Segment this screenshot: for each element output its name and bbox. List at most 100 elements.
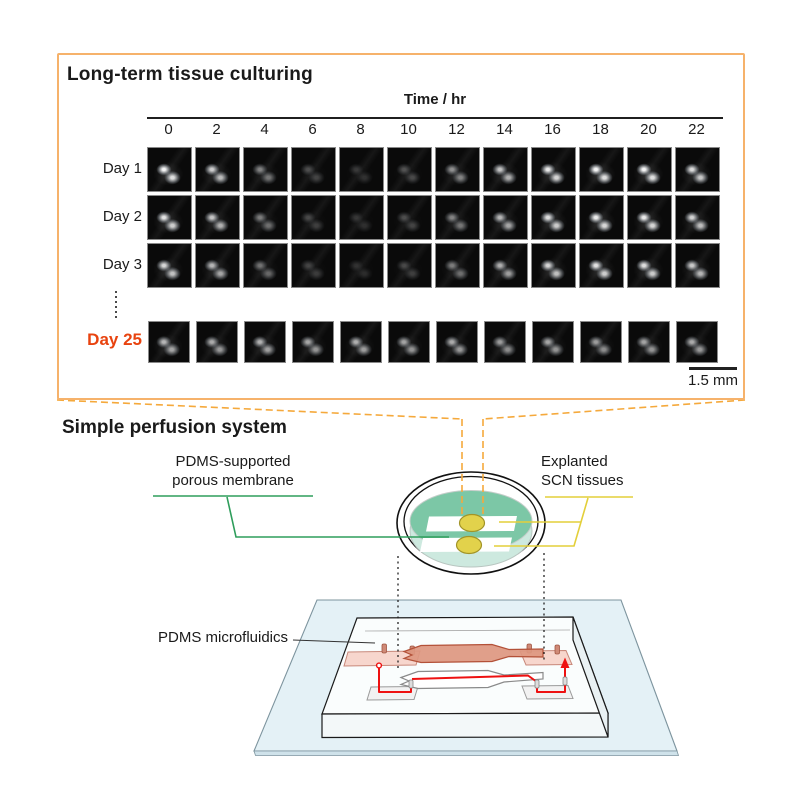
tissue-image [387, 147, 432, 192]
perfusion-channel-top [343, 643, 573, 667]
day-row-label: Day 3 [102, 255, 142, 273]
perfusion-tubing [375, 657, 570, 693]
tissue-image [484, 321, 526, 363]
pink-port [554, 644, 560, 655]
scn-tissue [455, 535, 483, 555]
tissue-image [531, 195, 576, 240]
culturing-panel: Long-term tissue culturing Time / hr 0 2 4… [57, 53, 745, 400]
tissue-image [483, 147, 528, 192]
tissue-image [243, 147, 288, 192]
gray-port [562, 676, 568, 686]
tissue-image [292, 321, 334, 363]
scn-tissues [455, 513, 486, 555]
tissue-image [627, 147, 672, 192]
tissue-image [195, 147, 240, 192]
tissue-image [675, 147, 720, 192]
hour-label: 16 [544, 121, 561, 138]
pink-pad-left [343, 650, 421, 667]
tissue-image [340, 321, 382, 363]
scale-bar-label: 1.5 mm [687, 372, 738, 389]
hour-label: 2 [212, 121, 221, 138]
scale-bar [689, 367, 737, 370]
tissue-image [387, 243, 432, 288]
hour-label: 14 [496, 121, 513, 138]
tissue-image [291, 147, 336, 192]
day-row-label: Day 1 [102, 159, 142, 177]
tissue-image [579, 195, 624, 240]
tissue-image [291, 243, 336, 288]
tissue-image [436, 321, 478, 363]
tissue-image [435, 147, 480, 192]
tissue-image [580, 321, 622, 363]
tissue-image [339, 243, 384, 288]
tissue-image [388, 321, 430, 363]
hour-label: 18 [592, 121, 609, 138]
scn-tissue [458, 513, 486, 533]
tissue-image [579, 243, 624, 288]
tissue-image [147, 195, 192, 240]
tissue-image [483, 243, 528, 288]
tissue-image [147, 147, 192, 192]
pink-channel [402, 643, 544, 664]
pink-port [381, 643, 387, 654]
hour-label: 20 [640, 121, 657, 138]
tissue-image [195, 195, 240, 240]
tissue-image [531, 243, 576, 288]
membrane-label-line2: porous membrane [172, 472, 294, 489]
zoom-callout-dashes [56, 399, 746, 515]
tissue-image [147, 243, 192, 288]
hour-label: 6 [308, 121, 317, 138]
tissue-image [339, 195, 384, 240]
gray-port [534, 679, 540, 689]
day-row-label: Day 25 [87, 330, 142, 349]
hour-label: 22 [688, 121, 705, 138]
tube-port [375, 662, 383, 669]
white-channel [399, 669, 544, 690]
time-axis-line [147, 117, 723, 119]
day-row-label: Day 2 [102, 207, 142, 225]
tissue-image [196, 321, 238, 363]
microfluidics-pointer-line [292, 639, 376, 644]
hour-label: 0 [164, 121, 173, 138]
hour-label: 10 [400, 121, 417, 138]
tissues-callout-line [494, 496, 633, 547]
tissue-image [675, 243, 720, 288]
tissue-image [291, 195, 336, 240]
hour-label: 8 [356, 121, 365, 138]
tissue-image [195, 243, 240, 288]
tissue-image [579, 147, 624, 192]
tissue-image [243, 243, 288, 288]
tissue-image [435, 195, 480, 240]
tissue-image [148, 321, 190, 363]
membrane-callout-line [153, 495, 449, 538]
perfusion-title: Simple perfusion system [62, 417, 287, 438]
tissue-image [627, 243, 672, 288]
flow-arrow [560, 657, 570, 668]
tissues-label-line1: Explanted [541, 453, 608, 470]
tissue-image [244, 321, 286, 363]
tissue-image [676, 321, 718, 363]
row-gap-ellipsis [115, 291, 117, 318]
time-axis-label: Time / hr [403, 91, 467, 108]
membrane-label: PDMS-supported porous membrane [150, 452, 316, 490]
projection-dotted-lines [397, 553, 545, 668]
microfluidics-label: PDMS microfluidics [158, 629, 289, 646]
hour-label: 12 [448, 121, 465, 138]
tissue-image [243, 195, 288, 240]
culturing-title: Long-term tissue culturing [67, 64, 313, 85]
tissue-image [483, 195, 528, 240]
tissue-image [387, 195, 432, 240]
tissues-label-line2: SCN tissues [541, 472, 624, 489]
hour-label: 4 [260, 121, 269, 138]
tissue-image [531, 147, 576, 192]
tissue-image [532, 321, 574, 363]
tissue-image [339, 147, 384, 192]
tissue-image [675, 195, 720, 240]
tissue-image [435, 243, 480, 288]
gray-port [408, 679, 414, 689]
tissue-image [627, 195, 672, 240]
tissue-image [628, 321, 670, 363]
tissues-label: Explanted SCN tissues [541, 452, 691, 490]
